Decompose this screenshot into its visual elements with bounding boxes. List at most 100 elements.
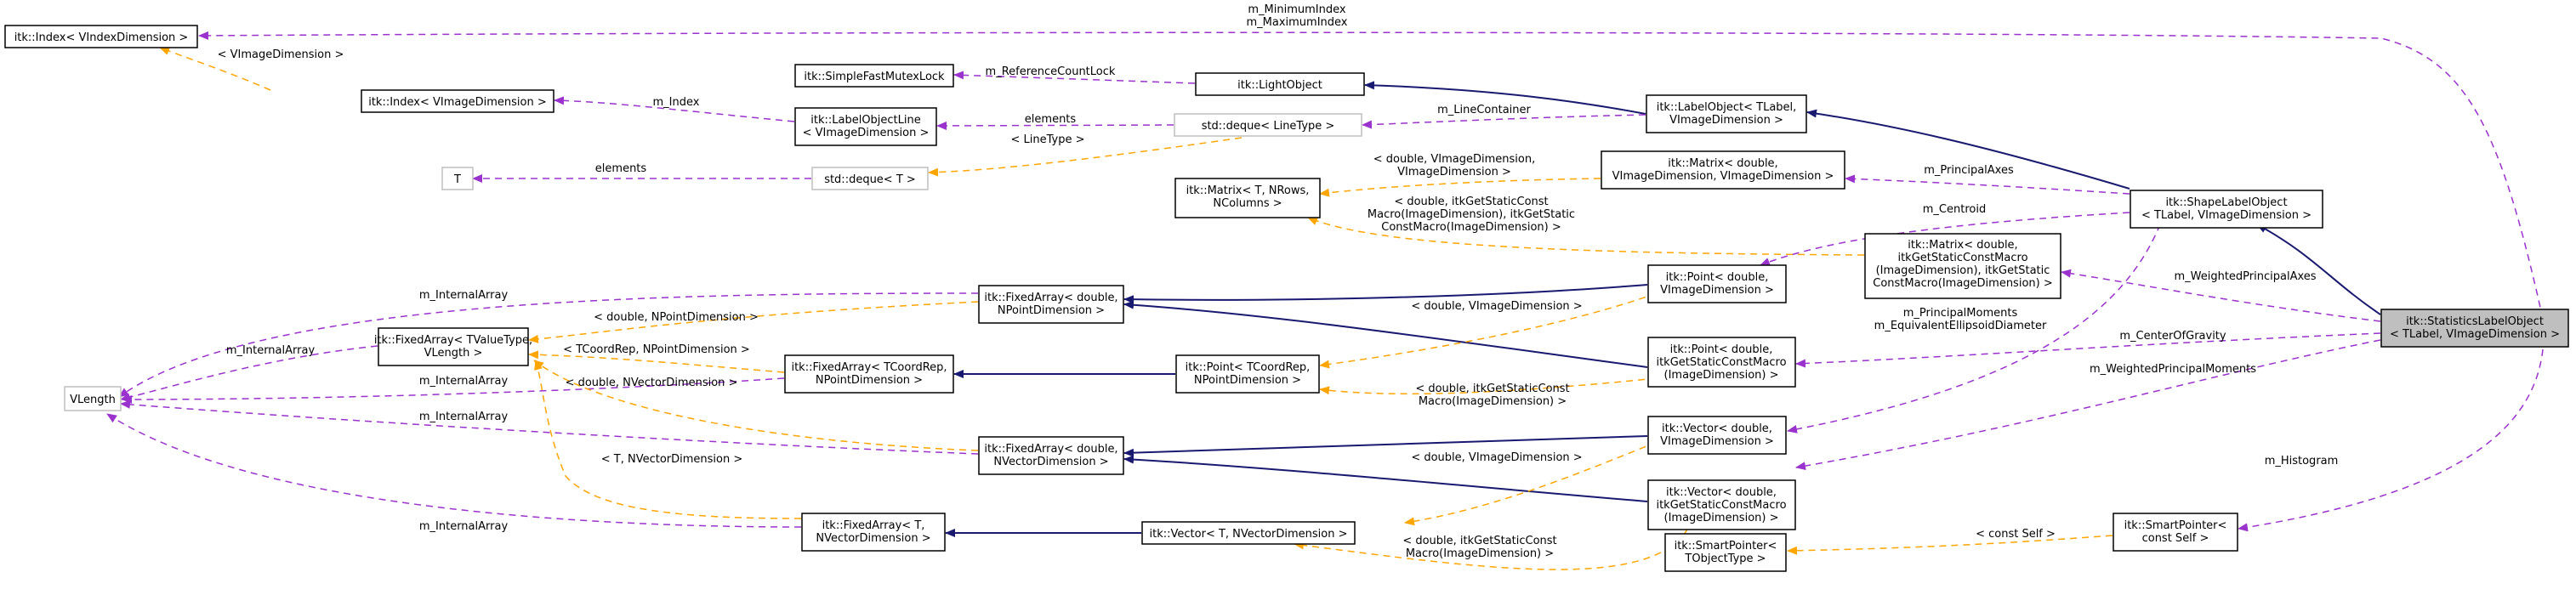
svg-text:itk::FixedArray< TCoordRep,NPo: itk::FixedArray< TCoordRep,NPointDimensi…: [791, 361, 947, 387]
text-line: < TLabel, VImageDimension >: [2390, 328, 2560, 341]
text-line: itk::Index< VIndexDimension >: [14, 31, 189, 44]
text-line: itk::FixedArray< T,: [822, 519, 925, 532]
text-line: (ImageDimension) >: [1664, 369, 1779, 382]
edge-fanvector-internalarray: [120, 400, 979, 455]
text-line: ConstMacro(ImageDimension) >: [1381, 221, 1561, 234]
node-vlength[interactable]: VLength: [64, 386, 122, 411]
edge-pointmacro-pointtcoord: [1319, 377, 1658, 395]
text-line: Macro(ImageDimension) >: [1419, 395, 1567, 408]
svg-text:itk::Index< VImageDimension >: itk::Index< VImageDimension >: [368, 96, 547, 109]
label-m-linecontainer: m_LineContainer: [1437, 104, 1531, 116]
node-shapelabelobject[interactable]: itk::ShapeLabelObject< TLabel, VImageDim…: [2130, 190, 2323, 229]
text-line: itk::LabelObjectLine: [810, 114, 921, 127]
text-line: elements: [1025, 113, 1077, 126]
label-m-principalaxes: m_PrincipalAxes: [1924, 164, 2014, 177]
text-line: VImageDimension >: [1660, 284, 1774, 297]
node-deque-linetype[interactable]: std::deque< LineType >: [1174, 113, 1362, 137]
node-vector-double-vimagedimension[interactable]: itk::Vector< double,VImageDimension >: [1647, 416, 1787, 455]
text-line: m_Histogram: [2265, 455, 2339, 468]
node-template-t[interactable]: T: [441, 167, 474, 190]
svg-text:std::deque< LineType >: std::deque< LineType >: [1202, 120, 1335, 133]
svg-text:itk::FixedArray< T,NVectorDime: itk::FixedArray< T,NVectorDimension >: [816, 519, 930, 545]
node-fixedarray-t-nvectordimension[interactable]: itk::FixedArray< T,NVectorDimension >: [801, 513, 946, 552]
node-smartpointer-tobjecttype[interactable]: itk::SmartPointer<TObjectType >: [1664, 533, 1787, 572]
text-line: VLength >: [424, 347, 483, 360]
edge-shapelabel-principalaxes: [1845, 174, 2130, 195]
label-nvector-template: < double, NVectorDimension >: [566, 377, 738, 389]
edge-fatcoord-fatvalue: [528, 350, 785, 373]
node-smartpointer-constself[interactable]: itk::SmartPointer<const Self >: [2113, 513, 2238, 552]
svg-text:itk::Matrix< double,VImageDime: itk::Matrix< double,VImageDimension, VIm…: [1612, 157, 1834, 183]
node-deque-t[interactable]: std::deque< T >: [811, 167, 929, 190]
svg-text:itk::SmartPointer<TObjectType: itk::SmartPointer<TObjectType >: [1675, 540, 1777, 565]
svg-text:itk::LightObject: itk::LightObject: [1237, 79, 1322, 92]
node-matrix-double-vimagedimension[interactable]: itk::Matrix< double,VImageDimension, VIm…: [1601, 150, 1845, 190]
text-line: m_InternalArray: [226, 344, 316, 357]
text-line: itk::LabelObject< TLabel,: [1657, 101, 1797, 114]
text-line: m_InternalArray: [419, 411, 509, 423]
node-point-double-staticmacro[interactable]: itk::Point< double,itkGetStaticConstMacr…: [1647, 337, 1796, 388]
text-line: itk::Matrix< double,: [1908, 239, 2017, 252]
node-labelobjectline[interactable]: itk::LabelObjectLine< VImageDimension >: [794, 107, 937, 146]
node-index-vimagedimension[interactable]: itk::Index< VImageDimension >: [361, 89, 554, 113]
text-line: std::deque< T >: [824, 173, 916, 186]
node-labelobject[interactable]: itk::LabelObject< TLabel,VImageDimension…: [1646, 94, 1807, 133]
text-line: itk::Vector< T, NVectorDimension >: [1150, 528, 1348, 541]
edge-stats-weightedprincipalmoments: [1795, 339, 2381, 471]
node-point-tcoordrep-npointdimension[interactable]: itk::Point< TCoordRep,NPointDimension >: [1175, 354, 1320, 394]
svg-text:VLength: VLength: [70, 394, 116, 406]
svg-text:itk::Matrix< T, NRows,NColumns: itk::Matrix< T, NRows,NColumns >: [1186, 184, 1310, 210]
text-line: itkGetStaticConstMacro: [1897, 252, 2027, 264]
text-line: itk::Vector< double,: [1666, 486, 1777, 499]
label-vimagedimension-template: < VImageDimension >: [218, 48, 344, 61]
text-line: NPointDimension >: [816, 374, 923, 387]
label-m-centroid: m_Centroid: [1923, 203, 1986, 216]
node-fixedarray-double-nvectordimension[interactable]: itk::FixedArray< double,NVectorDimension…: [978, 436, 1124, 475]
node-vector-t-nvectordimension[interactable]: itk::Vector< T, NVectorDimension >: [1141, 521, 1356, 545]
edge-fatnvector-fatvalue: [534, 360, 802, 519]
edge-stats-histogram: [2238, 348, 2544, 532]
label-elements-line: elements: [1025, 113, 1077, 126]
text-line: m_InternalArray: [419, 289, 509, 302]
edge-labelobject-linecontainer: [1362, 114, 1646, 129]
edge-fanvector-fatvalue: [533, 360, 979, 451]
edge-stats-to-shapelabel: [2256, 224, 2381, 315]
text-line: itk::FixedArray< TValueType,: [374, 334, 532, 347]
label-tcoord-template: < TCoordRep, NPointDimension >: [563, 343, 750, 356]
svg-text:itk::FixedArray< TValueType,VL: itk::FixedArray< TValueType,VLength >: [374, 334, 532, 360]
label-dvv-template: < double, VImageDimension,VImageDimensio…: [1373, 153, 1535, 178]
node-fixedarray-tvaluetype-vlength[interactable]: itk::FixedArray< TValueType,VLength >: [374, 327, 532, 366]
text-line: itk::SmartPointer<: [1675, 540, 1777, 552]
node-matrix-double-staticmacro[interactable]: itk::Matrix< double,itkGetStaticConstMac…: [1864, 233, 2061, 299]
edge-shapelabel-moments: [1787, 224, 2161, 434]
svg-text:itk::Point< double,VImageDimen: itk::Point< double,VImageDimension >: [1660, 271, 1774, 297]
text-line: < double, NVectorDimension >: [566, 377, 738, 389]
edge-fatnvector-internalarray: [106, 413, 802, 528]
edge-stats-minmaxindex: [198, 31, 2544, 320]
text-line: < double, NPointDimension >: [594, 311, 759, 324]
node-lightobject[interactable]: itk::LightObject: [1195, 72, 1365, 96]
node-fixedarray-double-npointdimension[interactable]: itk::FixedArray< double,NPointDimension …: [978, 285, 1124, 324]
svg-text:itk::Point< TCoordRep,NPointDi: itk::Point< TCoordRep,NPointDimension >: [1186, 361, 1311, 387]
text-line: < TLabel, VImageDimension >: [2141, 209, 2312, 222]
edge-vectormacro-vectort: [1294, 518, 1693, 570]
edge-pointdv-to-fanpoint: [1123, 284, 1648, 304]
text-line: m_MaximumIndex: [1246, 16, 1347, 29]
text-line: m_WeightedPrincipalMoments: [2090, 363, 2256, 376]
node-point-double-vimagedimension[interactable]: itk::Point< double,VImageDimension >: [1647, 264, 1787, 303]
text-line: NPointDimension >: [998, 304, 1105, 317]
node-index-vindexdimension[interactable]: itk::Index< VIndexDimension >: [4, 25, 198, 48]
edge-smartptrself-smartptrtobj: [1787, 535, 2113, 555]
text-line: m_InternalArray: [419, 520, 509, 533]
edge-dequeline-dequet: [928, 137, 1243, 177]
text-line: elements: [595, 162, 647, 175]
node-simplefastmutexlock[interactable]: itk::SimpleFastMutexLock: [794, 64, 954, 88]
node-fixedarray-tcoordrep-npointdimension[interactable]: itk::FixedArray< TCoordRep,NPointDimensi…: [784, 354, 954, 394]
node-matrix-t-nrows-ncolumns[interactable]: itk::Matrix< T, NRows,NColumns >: [1174, 178, 1321, 218]
node-statisticslabelobject[interactable]: itk::StatisticsLabelObject< TLabel, VIma…: [2380, 309, 2569, 348]
text-line: itk::Point< double,: [1666, 271, 1769, 284]
node-vector-double-staticmacro[interactable]: itk::Vector< double,itkGetStaticConstMac…: [1647, 479, 1796, 530]
text-line: < double, VImageDimension >: [1411, 300, 1582, 313]
text-line: itk::Vector< double,: [1662, 422, 1772, 435]
